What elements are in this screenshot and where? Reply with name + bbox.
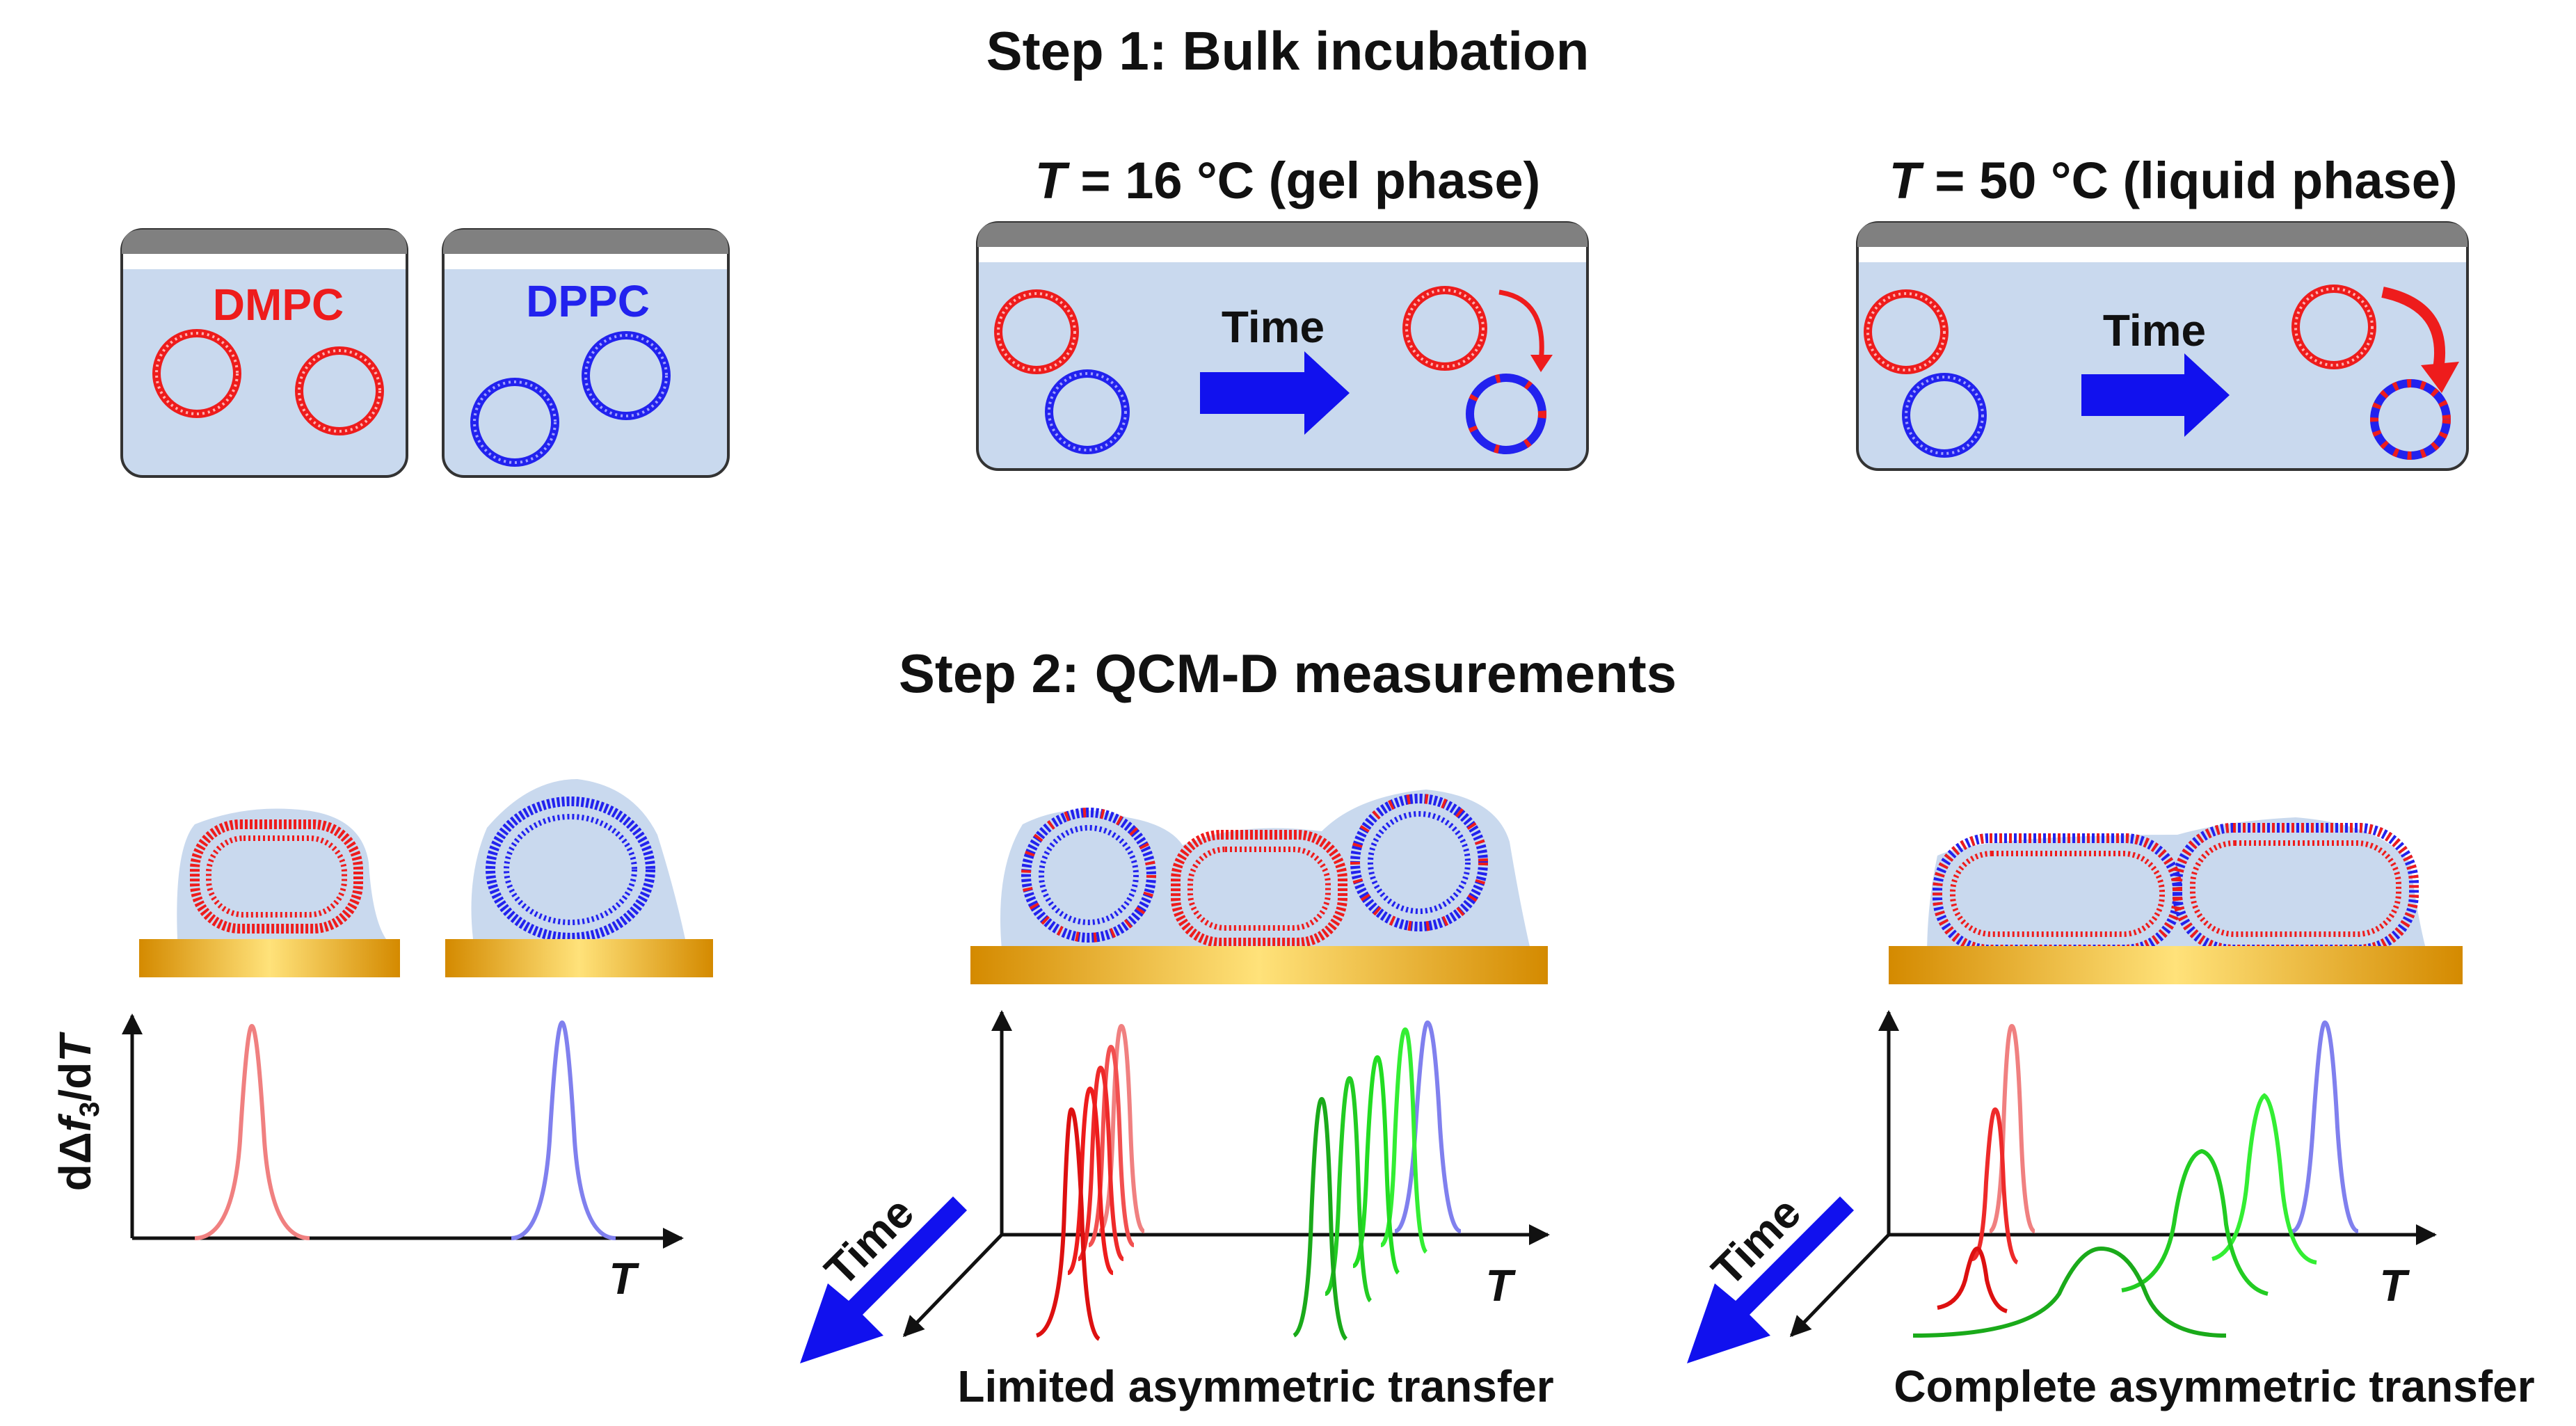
time-axis [902,1233,1003,1338]
time-arrow [800,1196,967,1363]
dmpc-vesicle [1864,289,1949,374]
gel-phase-container: Time [976,221,1589,471]
dmpc-vesicle [295,346,384,435]
mixed-peak [1912,1246,2227,1338]
dppc-vesicle [470,378,559,467]
y-axis-label: dΔf3/dT [50,1032,105,1192]
gold-sensor [445,939,713,977]
time-arrow [1200,351,1350,435]
time-label: Time [1702,1187,1811,1296]
dmpc-label: DMPC [213,280,344,330]
dppc-peak [511,1020,616,1240]
time-arrow [2081,353,2230,437]
liquid-phase-container: Time [1856,221,2469,471]
gold-sensor [970,946,1548,984]
mixed-vesicle [2370,379,2451,460]
dppc-vesicle [1045,369,1130,454]
panel-complete-transfer: T Time Complete asymmetric transfer [1687,817,2535,1411]
time-axis [1789,1233,1890,1338]
mixed-adsorbed-vesicle [1021,808,1156,943]
time-arrow [1687,1196,1854,1363]
gold-sensor [1889,946,2463,984]
transfer-arrow-large [2381,287,2446,370]
gold-sensor [139,939,400,977]
dppc-peak [1394,1020,1462,1233]
step1-title: Step 1: Bulk incubation [986,20,1590,81]
dppc-vesicle [582,331,671,420]
dppc-label: DPPC [526,276,650,326]
panel-single-vesicles: dΔf3/dT T [50,779,713,1304]
x-axis-label: T [2379,1260,2410,1311]
limited-transfer-label: Limited asymmetric transfer [957,1361,1553,1411]
mixed-adsorbed-vesicle [1350,794,1488,931]
gel-phase-title: T = 16 °C (gel phase) [1035,152,1541,209]
panel-limited-transfer: T Time Limited asymmetric transfer [800,790,1554,1411]
x-axis-label: T [1485,1260,1516,1311]
dmpc-adsorbed-vesicle [190,819,363,934]
liquid-phase-title: T = 50 °C (liquid phase) [1889,152,2458,209]
step2-title: Step 2: QCM-D measurements [899,643,1677,704]
transfer-arrow-small [1498,289,1544,362]
dmpc-peak [1035,1107,1101,1341]
mixed-peak [1293,1096,1348,1341]
dmpc-peak [1937,1246,2008,1313]
dmpc-adsorbed-vesicle [1171,830,1347,947]
dppc-container: DPPC [442,228,730,478]
dmpc-container: DMPC [120,228,408,478]
dmpc-vesicle [152,329,241,418]
dppc-adsorbed-vesicle [486,796,655,943]
dppc-peak [2291,1020,2359,1233]
dmpc-peak [194,1023,310,1240]
time-label: Time [1222,302,1325,352]
time-label: Time [2103,305,2206,355]
dmpc-vesicle [2291,285,2376,369]
dmpc-vesicle [1402,286,1487,371]
dmpc-vesicle [994,289,1079,374]
complete-transfer-label: Complete asymmetric transfer [1894,1361,2534,1411]
x-axis-label: T [609,1253,639,1304]
mixed-vesicle [1466,374,1546,454]
dppc-vesicle [1902,373,1987,458]
time-label: Time [815,1187,924,1296]
